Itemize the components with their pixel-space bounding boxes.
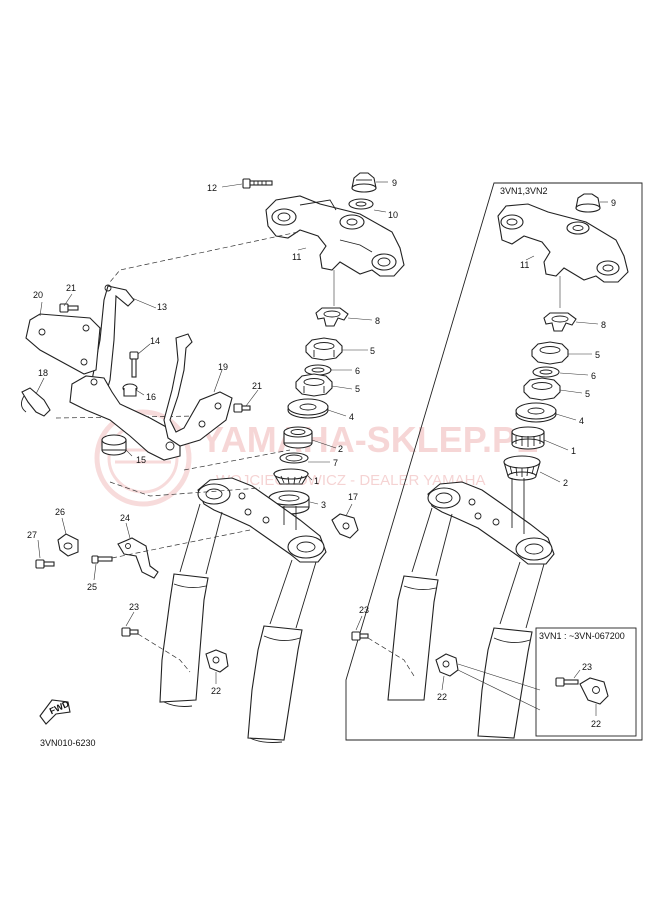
clamp-26 xyxy=(57,533,79,557)
watermark: YAMAHA-SKLEP.PL WOJCIECHOWICZ - DEALER Y… xyxy=(94,409,538,507)
callout-15: 15 xyxy=(136,455,146,465)
callout-27: 27 xyxy=(27,530,37,540)
sub-inset-3vn1: 3VN1 : ~3VN-067200 23 22 xyxy=(535,627,637,737)
bolt-14 xyxy=(129,351,139,378)
bolt-27 xyxy=(35,559,55,569)
callout-1: 1 xyxy=(314,476,319,486)
diagram-code: 3VN010-6230 xyxy=(40,738,96,748)
inset-callout-11: 11 xyxy=(520,260,529,270)
inset-callout-23: 23 xyxy=(359,605,369,615)
inset-callout-1: 1 xyxy=(571,446,576,456)
clamp-22-main xyxy=(205,649,229,673)
bearing-race-2-upper xyxy=(283,426,313,449)
callout-16: 16 xyxy=(146,392,156,402)
bearing-1 xyxy=(273,468,309,485)
inset-fork-tube-right xyxy=(477,561,545,739)
sub-inset-bolt-23 xyxy=(555,677,579,687)
stay-19 xyxy=(163,333,233,447)
ring-nut-5-lower xyxy=(295,373,333,397)
inset-bearing-cover-4 xyxy=(515,402,557,423)
callout-4: 4 xyxy=(349,412,354,422)
washer-10 xyxy=(348,198,374,210)
bearing-cover-4 xyxy=(287,398,329,419)
inset-callout-22: 22 xyxy=(437,692,447,702)
callout-7: 7 xyxy=(333,458,338,468)
watermark-title: YAMAHA-SKLEP.PL xyxy=(200,419,538,460)
inset-lower-bracket xyxy=(427,478,555,565)
callout-14: 14 xyxy=(150,336,160,346)
inset-cap-nut-9 xyxy=(575,193,601,213)
callout-3: 3 xyxy=(321,500,326,510)
inset-clamp-22 xyxy=(435,653,459,677)
callout-19: 19 xyxy=(218,362,228,372)
inset-ring-nut-5-upper xyxy=(531,341,569,365)
sub-inset-clamp-22 xyxy=(579,677,609,705)
bracket-20 xyxy=(25,313,101,375)
collar-16 xyxy=(122,383,138,397)
sub-inset-callout-23: 23 xyxy=(582,662,592,672)
inset-callout-5-lower: 5 xyxy=(585,389,590,399)
callout-20: 20 xyxy=(33,290,43,300)
clip-18 xyxy=(21,387,51,417)
callout-24: 24 xyxy=(120,513,130,523)
inset-fork-tube-left xyxy=(387,507,453,701)
lower-bracket xyxy=(197,477,327,563)
fork-tube-left xyxy=(159,503,223,707)
inset-lock-washer-8 xyxy=(543,312,577,332)
damper-15 xyxy=(101,434,127,456)
lock-washer-8 xyxy=(315,307,349,327)
ring-7 xyxy=(279,452,309,464)
bolt-23-main xyxy=(121,627,139,637)
holder-24 xyxy=(117,537,159,579)
callout-21-right: 21 xyxy=(252,381,262,391)
callout-26: 26 xyxy=(55,507,65,517)
upper-bracket xyxy=(265,195,405,277)
bolt-21-left xyxy=(59,303,79,313)
callout-23: 23 xyxy=(129,602,139,612)
bolt-21-right xyxy=(233,403,251,413)
inset-callout-6: 6 xyxy=(591,371,596,381)
bolt-12 xyxy=(242,178,273,189)
inset-bolt-23 xyxy=(351,631,369,641)
callout-12: 12 xyxy=(207,183,217,193)
callout-17: 17 xyxy=(348,492,358,502)
inset-title: 3VN1,3VN2 xyxy=(500,186,548,196)
callout-6: 6 xyxy=(355,366,360,376)
inset-ring-nut-5-lower xyxy=(523,377,561,401)
sub-inset-callout-22: 22 xyxy=(591,719,601,729)
fork-tube-right xyxy=(247,559,317,743)
inset-bearing-1 xyxy=(511,426,545,450)
inset-rubber-washer-6 xyxy=(532,366,560,378)
callout-25: 25 xyxy=(87,582,97,592)
callout-13: 13 xyxy=(157,302,167,312)
steering-stem xyxy=(283,506,297,530)
callout-22: 22 xyxy=(211,686,221,696)
callout-21-left: 21 xyxy=(66,283,76,293)
inset-upper-bracket xyxy=(497,203,629,283)
rubber-washer-6 xyxy=(304,364,332,376)
clamp-17 xyxy=(331,513,359,539)
callout-8: 8 xyxy=(375,316,380,326)
inset-callout-8: 8 xyxy=(601,320,606,330)
ring-nut-5-upper xyxy=(305,337,343,361)
inset-callout-9: 9 xyxy=(611,198,616,208)
callout-11: 11 xyxy=(292,252,301,262)
callout-9: 9 xyxy=(392,178,397,188)
inset-callout-2: 2 xyxy=(563,478,568,488)
callout-18: 18 xyxy=(38,368,48,378)
inset-3vn1-3vn2: 3VN1,3VN2 xyxy=(345,182,643,741)
callout-5-lower: 5 xyxy=(355,384,360,394)
callout-2: 2 xyxy=(338,444,343,454)
fwd-arrow-icon: FWD xyxy=(39,698,71,725)
screw-25 xyxy=(91,555,113,564)
callout-5-upper: 5 xyxy=(370,346,375,356)
inset-bearing-2 xyxy=(503,455,541,481)
inset-callout-5-upper: 5 xyxy=(595,350,600,360)
cap-nut-9 xyxy=(351,172,377,193)
inset-callout-4: 4 xyxy=(579,416,584,426)
sub-inset-title: 3VN1 : ~3VN-067200 xyxy=(539,631,625,641)
main-assembly: FWD 12 9 10 11 8 xyxy=(21,172,405,748)
callout-10: 10 xyxy=(388,210,398,220)
